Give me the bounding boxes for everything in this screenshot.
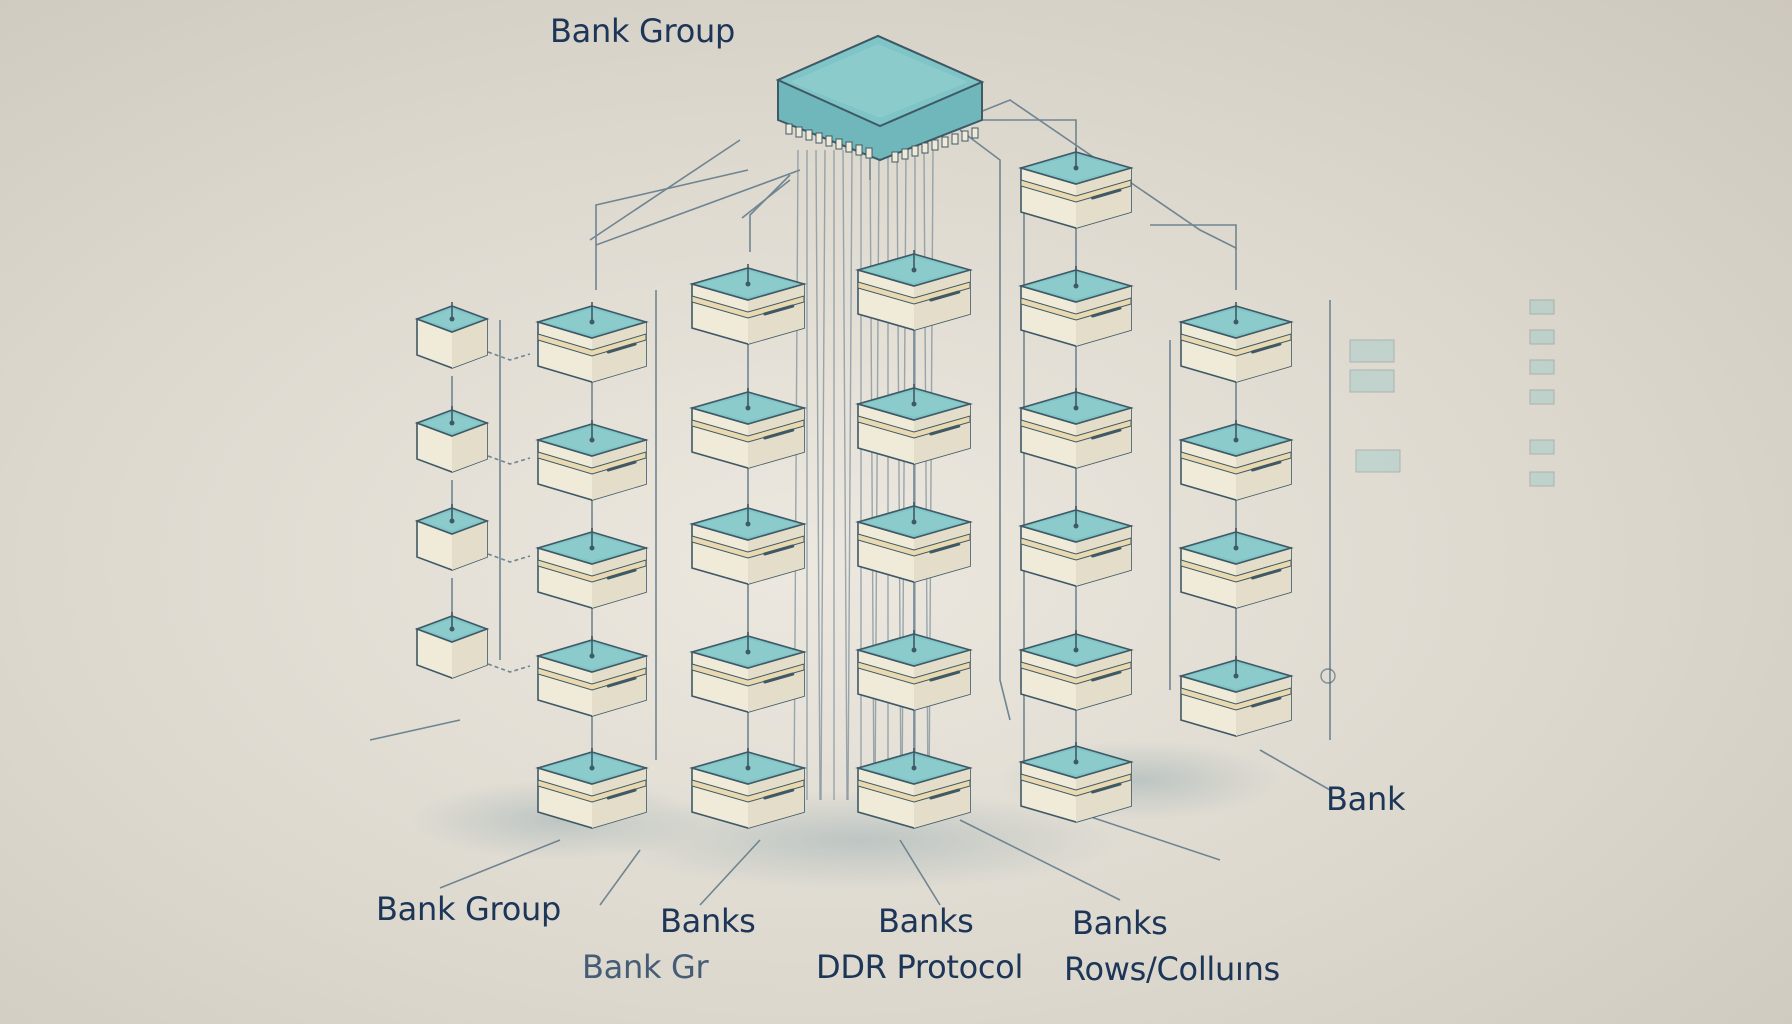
- side-link: [487, 351, 531, 361]
- faint-widget: [1349, 369, 1395, 393]
- bus-line: [793, 149, 799, 801]
- label-top-bank-group: Bank Group: [550, 12, 735, 50]
- column-4-bank-6: [1018, 742, 1134, 823]
- column-1-bank-3: [535, 528, 649, 609]
- faint-widget: [1529, 389, 1555, 405]
- column-1-bank-5: [535, 748, 649, 829]
- label-bank: Bank: [1326, 780, 1406, 818]
- connector-line: [960, 119, 1077, 150]
- bus-line: [820, 149, 826, 801]
- column-3-bank-3: [855, 502, 973, 583]
- bus-line: [874, 149, 880, 801]
- column-4-bank-2: [1018, 266, 1134, 347]
- column-5-bank-4: [1178, 656, 1294, 737]
- label-banks-2: Banks: [878, 902, 974, 940]
- column-1-bank-2: [535, 420, 649, 501]
- connector-line: [959, 99, 1237, 290]
- side-link: [487, 663, 531, 673]
- faint-widget: [1529, 471, 1555, 487]
- connector-line: [959, 129, 1011, 721]
- leader-line: [1259, 749, 1331, 791]
- side-link: [487, 553, 531, 563]
- column-2-bank-5: [689, 748, 807, 829]
- label-bottom-bank-group: Bank Group: [376, 890, 561, 928]
- label-ddr-protocol: DDR Protocol: [816, 948, 1024, 986]
- connector-line: [595, 169, 801, 290]
- column-5-bank-2: [1178, 420, 1294, 501]
- column-5-bank-3: [1178, 528, 1294, 609]
- label-banks-3: Banks: [1072, 904, 1168, 942]
- faint-widget: [1529, 359, 1555, 375]
- main-controller-chip: [775, 34, 985, 163]
- small-column-bank-4: [414, 612, 490, 679]
- connector-line: [749, 174, 791, 252]
- leader-line: [439, 839, 561, 889]
- small-column-bank-2: [414, 406, 490, 473]
- faint-widget: [1529, 439, 1555, 455]
- faint-widget: [1529, 329, 1555, 345]
- bus-line: [869, 149, 875, 801]
- column-4-bank-4: [1018, 506, 1134, 587]
- column-3-bank-1: [855, 250, 973, 331]
- rail-marker: [1320, 668, 1336, 684]
- leader-line: [959, 819, 1121, 901]
- column-2-bank-1: [689, 264, 807, 345]
- column-4-bank-1: [1018, 148, 1134, 229]
- bus-line: [847, 149, 853, 801]
- label-banks-1: Banks: [660, 902, 756, 940]
- connector-line: [595, 169, 749, 245]
- leader-line: [369, 719, 461, 741]
- faint-widget: [1529, 299, 1555, 315]
- connector-line: [741, 179, 791, 219]
- side-link: [487, 455, 531, 465]
- faint-widget: [1349, 339, 1395, 363]
- bus-line: [842, 149, 848, 801]
- column-1-bank-1: [535, 302, 649, 383]
- column-2-bank-4: [689, 632, 807, 713]
- column-3-bank-4: [855, 630, 973, 711]
- leader-line: [699, 839, 761, 906]
- column-2-bank-3: [689, 504, 807, 585]
- column-3-bank-5: [855, 748, 973, 829]
- small-column-bank-3: [414, 504, 490, 571]
- small-column-bank-1: [414, 302, 490, 369]
- leader-line: [899, 839, 941, 906]
- column-4-bank-5: [1018, 630, 1134, 711]
- column-3-bank-2: [855, 384, 973, 465]
- column-4-bank-3: [1018, 388, 1134, 469]
- column-5-bank-1: [1178, 302, 1294, 383]
- connector-line: [589, 139, 741, 241]
- column-1-bank-4: [535, 636, 649, 717]
- column-2-bank-2: [689, 388, 807, 469]
- leader-line: [599, 849, 641, 906]
- bus-line: [815, 149, 821, 801]
- label-rows-columns: Rows/Colluıns: [1064, 950, 1280, 988]
- connector-line: [1150, 224, 1237, 250]
- faint-widget: [1355, 449, 1401, 473]
- label-bank-group-partial: Bank Gr: [582, 948, 709, 986]
